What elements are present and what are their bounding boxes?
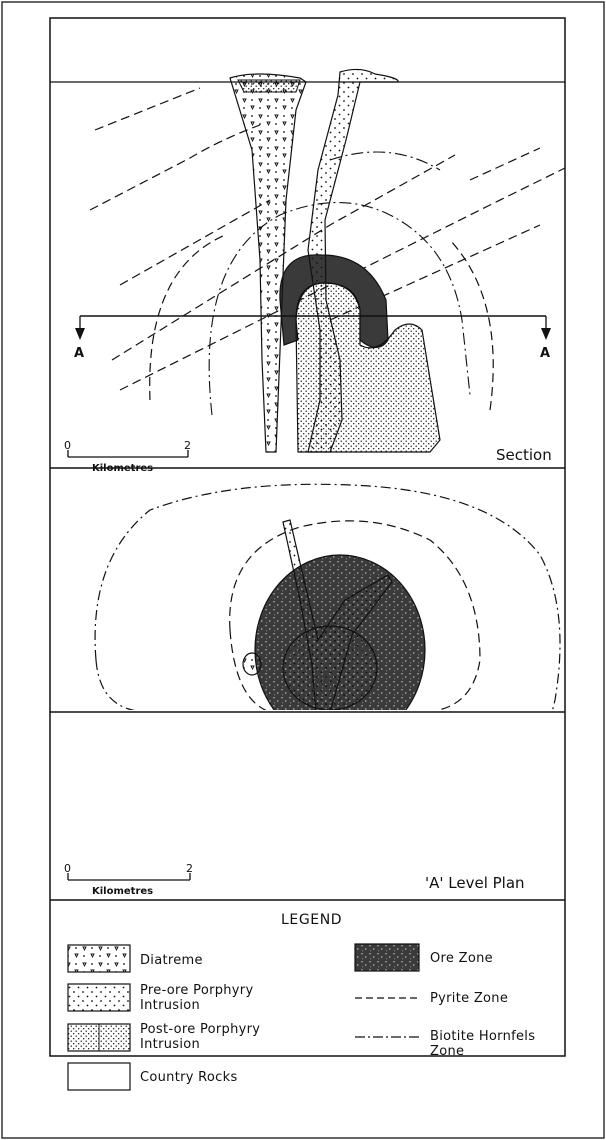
section-scale-unit: Kilometres (92, 463, 153, 474)
legend-label-pyrite: Pyrite Zone (430, 991, 550, 1006)
legend-label-post-ore: Post-ore Porphyry Intrusion (140, 1022, 300, 1052)
plan-diatreme (243, 653, 261, 675)
section-line-left-label: A (74, 346, 84, 361)
legend-label-pre-ore: Pre-ore Porphyry Intrusion (140, 983, 300, 1013)
legend-swatch-country (68, 1063, 130, 1090)
legend-title: LEGEND (281, 912, 342, 928)
legend-label-biotite: Biotite Hornfels Zone (430, 1029, 542, 1059)
legend-label-country: Country Rocks (140, 1070, 320, 1085)
legend-swatch-diatreme (68, 945, 130, 972)
legend-swatch-ore (355, 944, 419, 971)
section-scale-zero: 0 (64, 439, 71, 452)
plan-title: 'A' Level Plan (425, 874, 525, 892)
diatreme-cap (238, 80, 300, 92)
section-scale-two: 2 (184, 439, 191, 452)
plan-scale-two: 2 (186, 862, 193, 875)
legend-swatch-pre-ore (68, 984, 130, 1011)
legend-label-ore: Ore Zone (430, 951, 550, 966)
section-title: Section (496, 446, 552, 464)
plan-scale-unit: Kilometres (92, 886, 153, 897)
section-line-right-label: A (540, 346, 550, 361)
legend-label-diatreme: Diatreme (140, 953, 320, 968)
plan-scale-zero: 0 (64, 862, 71, 875)
